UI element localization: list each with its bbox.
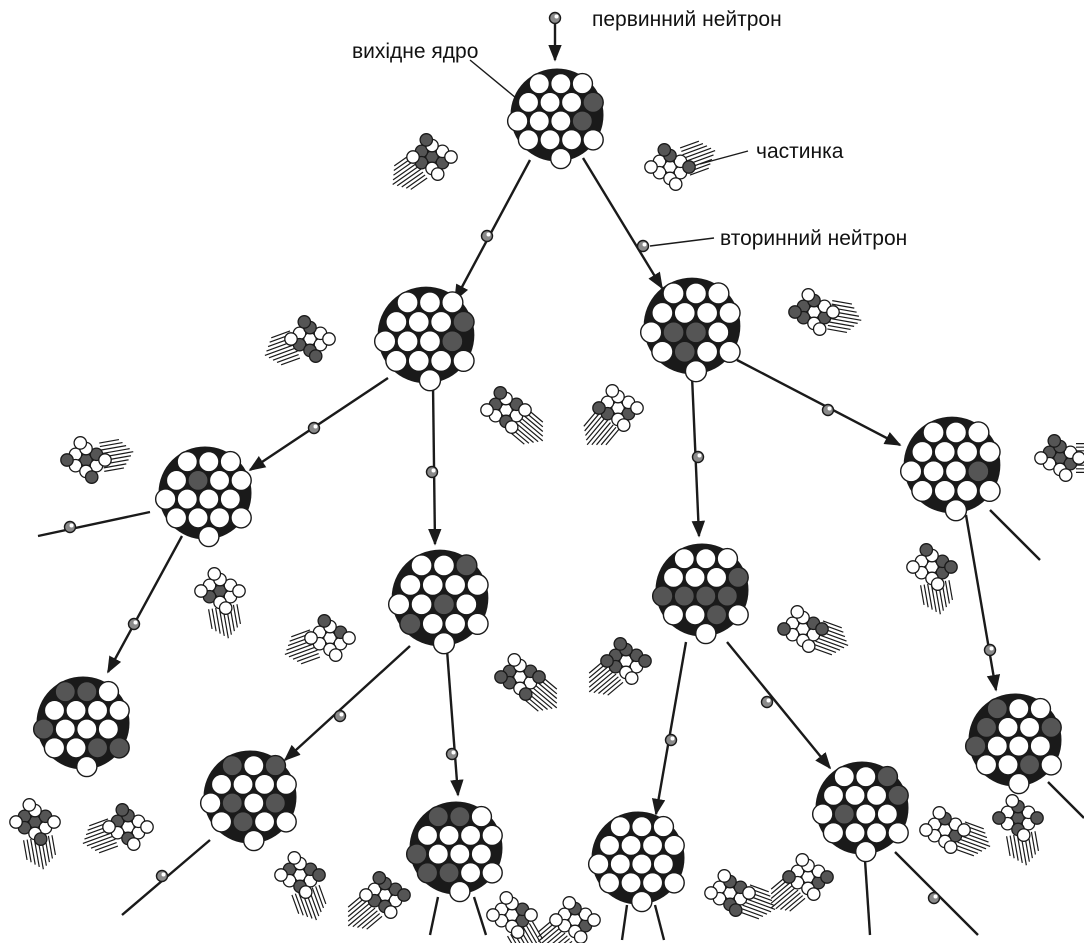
path-16 — [430, 897, 438, 935]
neutron-14 — [157, 871, 168, 882]
nucleus-gen2-right — [641, 278, 741, 382]
path-6 — [737, 360, 900, 445]
particle-16 — [83, 804, 153, 853]
particle-22 — [771, 854, 833, 911]
nucleus-source — [508, 69, 604, 169]
particle-7 — [61, 437, 133, 484]
particle-18 — [348, 872, 410, 929]
path-10 — [990, 510, 1040, 560]
leader-lines — [470, 60, 748, 246]
particle-14 — [778, 606, 848, 655]
label-primary-neutron: первинний нейтрон — [592, 8, 782, 31]
nucleus-gen4-3 — [407, 802, 503, 902]
path-3 — [250, 378, 388, 470]
neutron-3 — [309, 423, 320, 434]
label-particle: частинка — [756, 140, 844, 163]
particle-15 — [10, 799, 60, 870]
neutron-10 — [335, 711, 346, 722]
particle-6 — [789, 289, 861, 336]
path-2 — [583, 158, 662, 288]
path-14 — [727, 642, 830, 768]
path-7 — [38, 512, 150, 536]
neutron-11 — [447, 749, 458, 760]
particle-19 — [487, 892, 543, 943]
nucleus-gen3-1 — [156, 447, 252, 547]
particle-12 — [495, 654, 557, 711]
neutron-4 — [427, 467, 438, 478]
nucleus-gen4-6 — [966, 694, 1062, 794]
particle-21 — [705, 870, 775, 919]
neutron-12 — [666, 735, 677, 746]
nucleus-gen3-2 — [389, 550, 489, 654]
path-20 — [865, 860, 870, 935]
nucleus-gen4-1 — [34, 677, 130, 777]
particle-10 — [907, 544, 957, 615]
path-19 — [655, 905, 664, 940]
particle-4 — [481, 387, 543, 444]
path-13 — [656, 642, 686, 814]
particle-23 — [920, 807, 990, 856]
path-17 — [474, 897, 486, 935]
particle-17 — [275, 852, 326, 920]
particle-2 — [645, 141, 715, 190]
nucleus-gen2-left — [375, 287, 475, 391]
neutron-8 — [129, 619, 140, 630]
neutron-2 — [638, 241, 649, 252]
path-1 — [455, 160, 530, 300]
leader-source-nucleus — [470, 60, 516, 98]
particle-24 — [993, 795, 1043, 866]
nucleus-gen4-4 — [589, 812, 685, 912]
particle-9 — [1035, 435, 1084, 482]
label-secondary-neutron: вторинний нейтрон — [720, 227, 907, 250]
neutron-5 — [693, 452, 704, 463]
path-4 — [433, 385, 435, 544]
path-8 — [108, 536, 182, 672]
nucleus-gen4-2 — [201, 751, 297, 851]
particle-5 — [584, 385, 643, 445]
labels-group: первинний нейтрон вихідне ядро частинка … — [352, 8, 907, 250]
particle-8 — [195, 568, 245, 639]
particle-20 — [538, 897, 600, 943]
neutron-7 — [65, 522, 76, 533]
particle-11 — [285, 615, 355, 664]
particle-1 — [393, 134, 458, 190]
path-18 — [622, 905, 627, 940]
neutron-9 — [985, 645, 996, 656]
nucleus-gen4-5 — [813, 762, 909, 862]
path-9 — [966, 515, 996, 690]
neutron-15 — [929, 893, 940, 904]
nucleus-gen3-4 — [901, 417, 1001, 521]
particle-13 — [589, 638, 651, 695]
nucleus-gen3-3 — [653, 544, 749, 644]
particle-3 — [265, 316, 335, 365]
neutron-13 — [762, 697, 773, 708]
path-22 — [1048, 782, 1084, 818]
label-source-nucleus: вихідне ядро — [352, 40, 478, 63]
particles-group — [10, 134, 1084, 943]
leader-secondary-neutron — [650, 238, 714, 246]
neutron-6 — [823, 405, 834, 416]
path-12 — [447, 650, 458, 795]
neutron-1 — [482, 231, 493, 242]
nuclei-group — [34, 69, 1062, 912]
primary-neutron — [550, 13, 561, 24]
